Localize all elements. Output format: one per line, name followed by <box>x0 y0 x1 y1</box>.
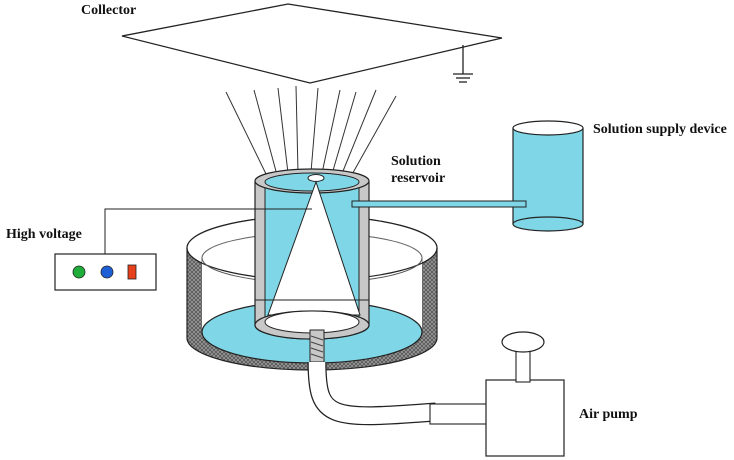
air-tube <box>307 361 437 426</box>
high-voltage-wire <box>104 208 312 254</box>
solution-reservoir-label-line2: reservoir <box>391 171 446 186</box>
solution-supply-device <box>512 120 584 232</box>
high-voltage-label: High voltage <box>6 227 82 242</box>
air-pump-label: Air pump <box>579 407 638 422</box>
air-inlet-coupling <box>309 329 325 363</box>
solution-reservoir-label-line1: Solution <box>391 154 441 169</box>
high-voltage-box <box>54 253 157 291</box>
supply-pipe <box>351 200 527 208</box>
red-switch-icon <box>127 264 137 280</box>
blue-light-icon <box>100 265 114 279</box>
air-pump <box>429 331 565 457</box>
ground-symbol-icon <box>453 45 473 83</box>
solution-supply-device-label: Solution supply device <box>593 122 727 137</box>
fiber-jets <box>225 85 397 179</box>
collector-plate <box>121 3 503 84</box>
collector-label: Collector <box>81 3 137 18</box>
green-light-icon <box>72 265 86 279</box>
solution-reservoir <box>254 168 370 340</box>
